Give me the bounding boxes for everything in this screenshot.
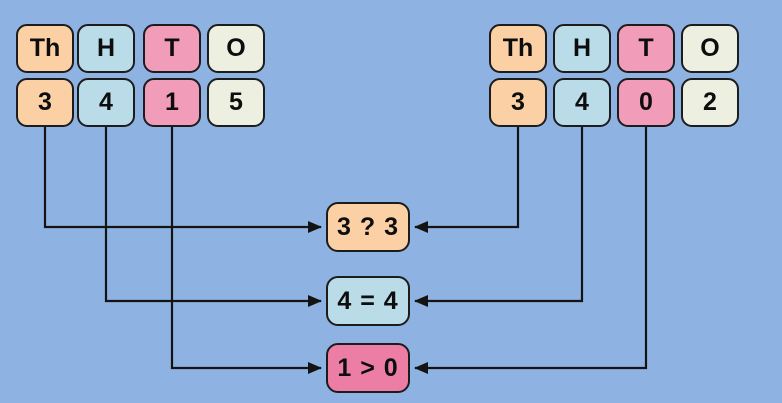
left-digit-hundreds: 4 <box>77 78 135 127</box>
arrow-right-tens <box>414 127 648 374</box>
left-header-thousands: Th <box>16 24 74 73</box>
right-header-hundreds: H <box>553 24 611 73</box>
arrow-left-thousands <box>43 127 322 233</box>
right-header-tens: T <box>617 24 675 73</box>
left-digit-ones: 5 <box>207 78 265 127</box>
arrow-left-hundreds <box>104 127 322 307</box>
comparison-tens-box: 1 > 0 <box>326 343 410 393</box>
comparison-hundreds-box: 4 = 4 <box>326 276 410 326</box>
left-header-hundreds: H <box>77 24 135 73</box>
left-header-tens: T <box>143 24 201 73</box>
left-digit-thousands: 3 <box>16 78 74 127</box>
comparison-thousands-box: 3 ? 3 <box>326 202 410 252</box>
left-digit-tens: 1 <box>143 78 201 127</box>
arrow-right-hundreds <box>414 127 584 307</box>
left-header-ones: O <box>207 24 265 73</box>
arrow-left-tens <box>170 127 322 374</box>
right-header-ones: O <box>681 24 739 73</box>
right-digit-tens: 0 <box>617 78 675 127</box>
right-digit-hundreds: 4 <box>553 78 611 127</box>
arrow-right-thousands <box>414 127 520 233</box>
right-digit-thousands: 3 <box>489 78 547 127</box>
right-header-thousands: Th <box>489 24 547 73</box>
right-digit-ones: 2 <box>681 78 739 127</box>
